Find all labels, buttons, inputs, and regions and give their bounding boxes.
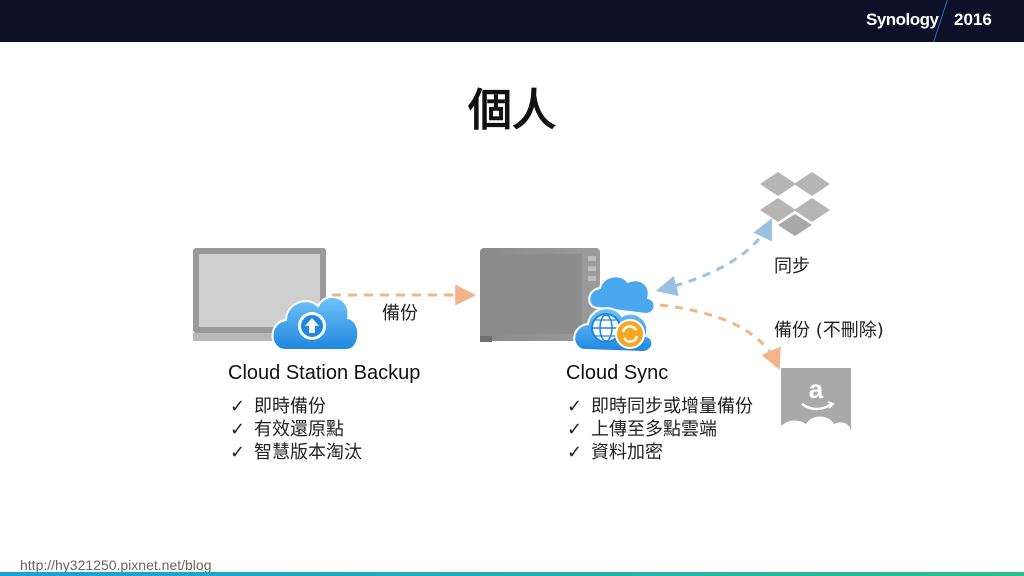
footer-url: http://hy321250.pixnet.net/blog [20,557,212,573]
dropbox-icon [760,172,830,236]
backup-nodelete-arrow [659,303,781,370]
page-title: 個人 [468,85,556,136]
list-item: ✓即時備份 [230,396,326,417]
list-item: ✓有效還原點 [230,419,344,440]
check-icon: ✓ [567,396,583,417]
list-item: ✓即時同步或增量備份 [567,396,753,417]
nas-icon [480,248,600,342]
cloud-station-backup-features: ✓即時備份 ✓有效還原點 ✓智慧版本淘汰 [230,395,362,464]
bottom-accent-line [0,572,1024,576]
backup-label: 備份 [382,303,418,324]
check-icon: ✓ [230,396,246,417]
check-icon: ✓ [567,442,583,463]
cloud-station-backup-heading: Cloud Station Backup [228,362,421,384]
list-item: ✓智慧版本淘汰 [230,442,362,463]
cloud-sync-features: ✓即時同步或增量備份 ✓上傳至多點雲端 ✓資料加密 [567,395,753,464]
top-bar: Synology 2016 [0,0,1024,42]
cloud-upload-icon [271,296,360,351]
cloud-sync-heading: Cloud Sync [566,362,669,384]
list-item: ✓上傳至多點雲端 [567,419,717,440]
brand-logo: Synology [866,10,939,29]
check-icon: ✓ [230,442,246,463]
svg-text:a: a [809,374,824,404]
backup-nodelete-label: 備份 (不刪除) [774,320,884,341]
list-item: ✓資料加密 [567,442,663,463]
check-icon: ✓ [230,419,246,440]
cloud-sync-icon [573,275,656,354]
amazon-icon: a [781,368,851,438]
sync-arrow [655,218,773,297]
check-icon: ✓ [567,419,583,440]
header-year: 2016 [954,10,992,29]
sync-label: 同步 [774,256,810,277]
